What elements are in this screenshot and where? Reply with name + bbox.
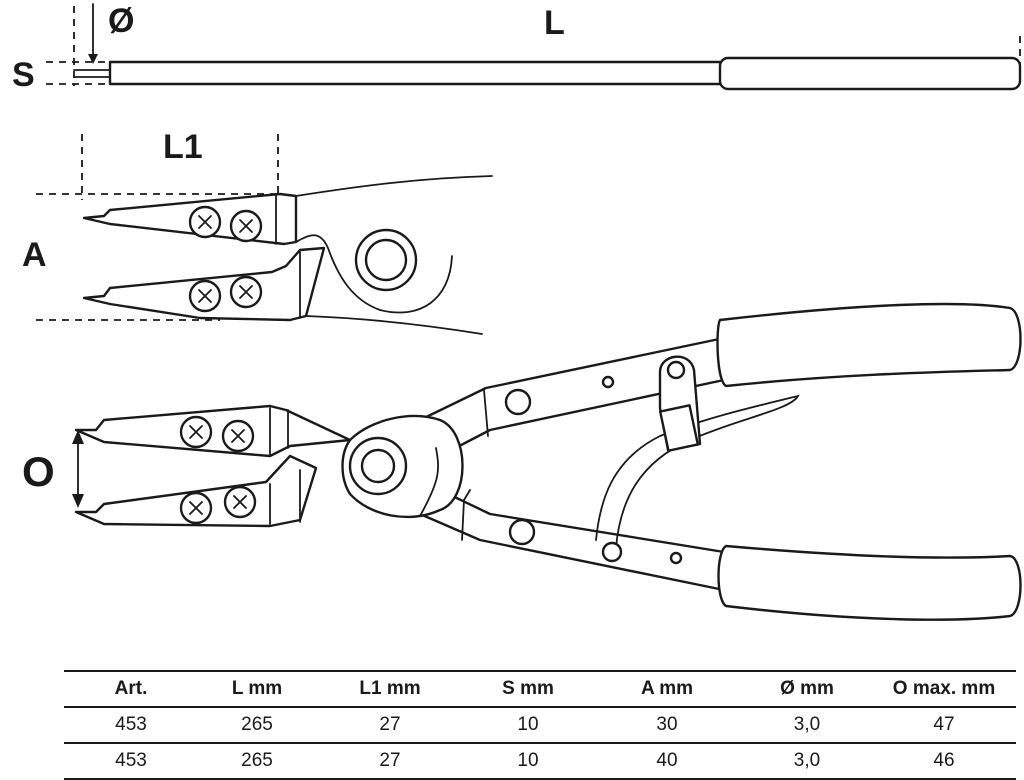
table-cell: 265 bbox=[198, 707, 316, 744]
screw-icon bbox=[179, 491, 213, 525]
table-cell: 30 bbox=[592, 707, 742, 744]
column-header-angle-span: A mm bbox=[592, 670, 742, 708]
tip-length-label: L1 bbox=[163, 128, 203, 166]
table-cell: 3,0 bbox=[742, 743, 872, 780]
thickness-label: S bbox=[12, 56, 35, 94]
column-header-article: Art. bbox=[64, 670, 198, 708]
table-cell: 453 bbox=[64, 707, 198, 744]
column-header-thickness: S mm bbox=[464, 670, 592, 708]
side-view: Ø L S bbox=[12, 2, 1022, 94]
table-cell: 46 bbox=[872, 743, 1016, 780]
table-cell: 47 bbox=[872, 707, 1016, 744]
table-cell: 40 bbox=[592, 743, 742, 780]
column-header-opening: O max. mm bbox=[872, 670, 1016, 708]
screw-icon bbox=[188, 205, 222, 239]
pliers-technical-drawing: Ø L S L1 A bbox=[12, 2, 1022, 621]
table-header-row: Art. L mm L1 mm S mm A mm Ø mm O max. mm bbox=[64, 670, 1016, 708]
diameter-label: Ø bbox=[108, 2, 134, 40]
screw-icon bbox=[179, 415, 213, 449]
screw-icon bbox=[229, 209, 263, 243]
screw-icon bbox=[229, 275, 263, 309]
table-cell: 3,0 bbox=[742, 707, 872, 744]
screw-icon bbox=[188, 279, 222, 313]
table-row: 453 265 27 10 30 3,0 47 bbox=[64, 707, 1016, 744]
table-cell: 10 bbox=[464, 707, 592, 744]
screw-icon bbox=[221, 419, 255, 453]
table-cell: 265 bbox=[198, 743, 316, 780]
column-header-diameter: Ø mm bbox=[742, 670, 872, 708]
tip-detail-view: L1 A bbox=[22, 128, 493, 335]
specification-table: Art. L mm L1 mm S mm A mm Ø mm O max. mm… bbox=[64, 670, 1016, 780]
table-cell: 453 bbox=[64, 743, 198, 780]
screw-icon bbox=[223, 485, 257, 519]
length-label: L bbox=[544, 4, 565, 42]
angle-span-label: A bbox=[22, 236, 47, 274]
column-header-length: L mm bbox=[198, 670, 316, 708]
opening-label: O bbox=[22, 448, 55, 495]
table-row: 453 265 27 10 40 3,0 46 bbox=[64, 743, 1016, 780]
pliers-full-view: O bbox=[22, 302, 1022, 621]
table-cell: 10 bbox=[464, 743, 592, 780]
table-cell: 27 bbox=[316, 707, 464, 744]
column-header-tip-length: L1 mm bbox=[316, 670, 464, 708]
table-cell: 27 bbox=[316, 743, 464, 780]
